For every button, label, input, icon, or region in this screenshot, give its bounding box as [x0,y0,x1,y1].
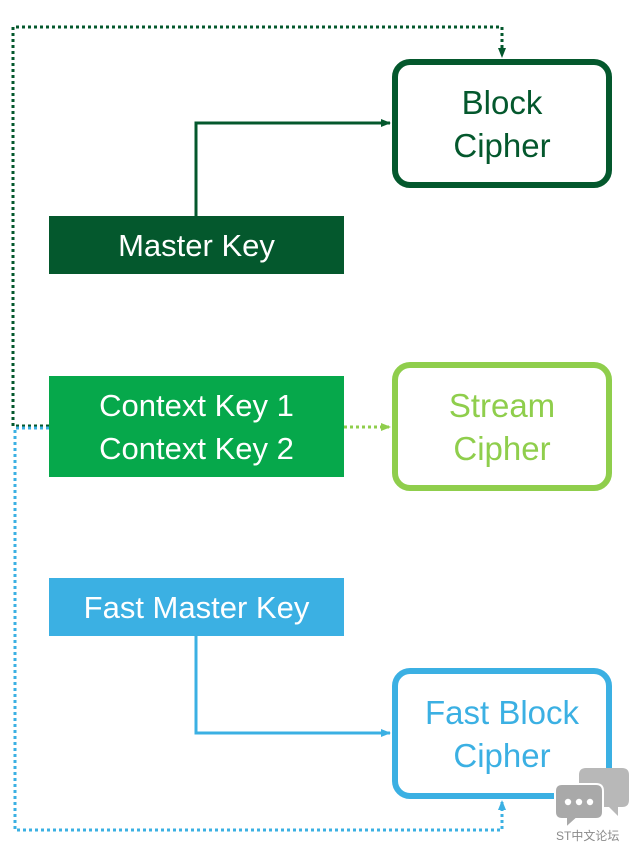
stream-cipher-line2: Cipher [453,429,551,467]
fast-block-cipher-line1: Fast Block [424,693,580,731]
chat-bubbles-icon [554,768,629,831]
watermark-text: ST中文论坛 [556,829,620,843]
block-cipher-box: Block Cipher [392,59,612,188]
master-key-to-block-cipher-arrow [194,119,391,216]
fast-master-key-label: Fast Master Key [83,589,310,625]
stream-cipher-line1: Stream [448,386,556,424]
context-to-block-cipher-dotted-line [11,25,506,428]
fast-block-cipher-box: Fast Block Cipher [392,668,612,799]
block-cipher-line2: Cipher [453,126,551,164]
block-cipher-line1: Block [461,83,543,121]
fast-master-key-box: Fast Master Key [49,578,344,636]
context-key-2-label: Context Key 2 [99,430,294,466]
context-to-fast-block-cipher-dotted-line [13,426,506,832]
stream-cipher-box: Stream Cipher [392,362,612,491]
context-key-1-label: Context Key 1 [99,387,294,423]
context-key-box: Context Key 1 Context Key 2 [49,376,344,477]
master-key-label: Master Key [118,227,275,263]
master-key-box: Master Key [49,216,344,274]
fast-block-cipher-line2: Cipher [453,736,551,774]
fast-master-key-to-fast-block-cipher-arrow [194,636,391,737]
